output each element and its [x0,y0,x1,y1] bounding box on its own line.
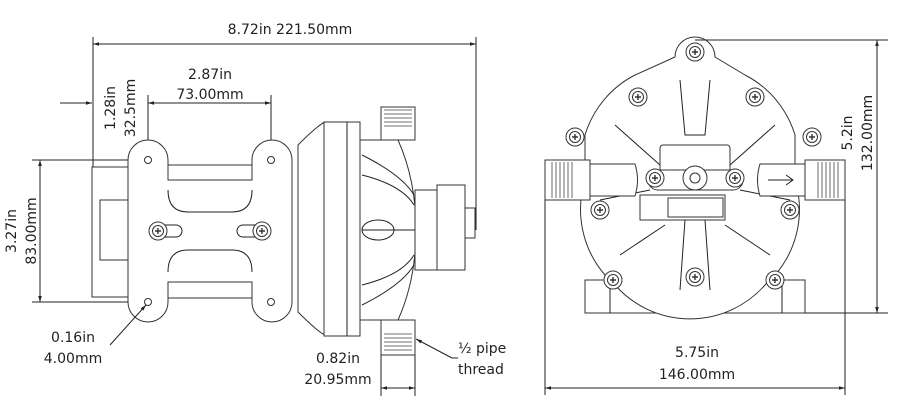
screw-icon [685,267,705,287]
hole-height-mm-label: 83.00mm [24,197,40,264]
screw-icon [725,168,745,188]
switch-cap [464,207,476,239]
screw-icon [590,200,610,220]
thread-label-line1: ½ pipe [458,341,506,357]
screw-icon [603,270,623,290]
mounting-hole [267,156,275,164]
end-cap-boss [99,199,129,261]
inlet-port [544,159,591,201]
bottom-port [380,319,416,356]
screw-icon [645,168,665,188]
offset-mm-label: 32.5mm [123,79,139,137]
screw-icon [685,42,705,62]
mounting-hole [267,298,275,306]
hole-height-in-label: 3.27in [4,209,20,253]
screw-icon [802,127,822,147]
screw-icon [745,87,765,107]
height-mm-label: 132.00mm [860,95,876,171]
thread-leader [415,338,453,359]
hole-dia-mm-label: 4.00mm [44,351,102,367]
mounting-hole [144,298,152,306]
screw-icon [628,87,648,107]
pressure-switch-base [414,189,438,271]
offset-in-label: 1.28in [103,86,119,130]
mounting-bracket [127,139,293,323]
screw-icon [252,221,272,241]
port-width-mm-label: 20.95mm [304,372,371,388]
outlet-port [804,159,846,201]
pressure-switch [436,184,466,271]
port-width-in-label: 0.82in [316,351,360,367]
hole-dia-in-label: 0.16in [51,330,95,346]
screw-icon [765,270,785,290]
screw-icon [565,127,585,147]
width-mm-label: 146.00mm [659,367,735,383]
screw-icon [780,200,800,220]
thread-label-line2: thread [458,362,504,378]
height-in-label: 5.2in [840,115,856,150]
width-in-label: 5.75in [675,345,719,361]
front-view: 5.2in 132.00mm 5.75in 146.00mm [544,36,888,395]
top-port [380,106,416,141]
screw-icon [148,221,168,241]
mounting-hole [144,156,152,164]
flow-arrow-icon [768,174,794,186]
pump-bell [297,121,326,336]
hole-spacing-in-label: 2.87in [188,67,232,83]
hole-spacing-mm-label: 73.00mm [176,87,243,103]
hole-dia-leader [109,304,147,346]
overall-length-label: 8.72in 221.50mm [228,22,353,38]
pump-flange [323,121,361,337]
side-view: 8.72in 221.50mm 1.28in 32.5mm 2.87in 73.… [4,22,506,396]
